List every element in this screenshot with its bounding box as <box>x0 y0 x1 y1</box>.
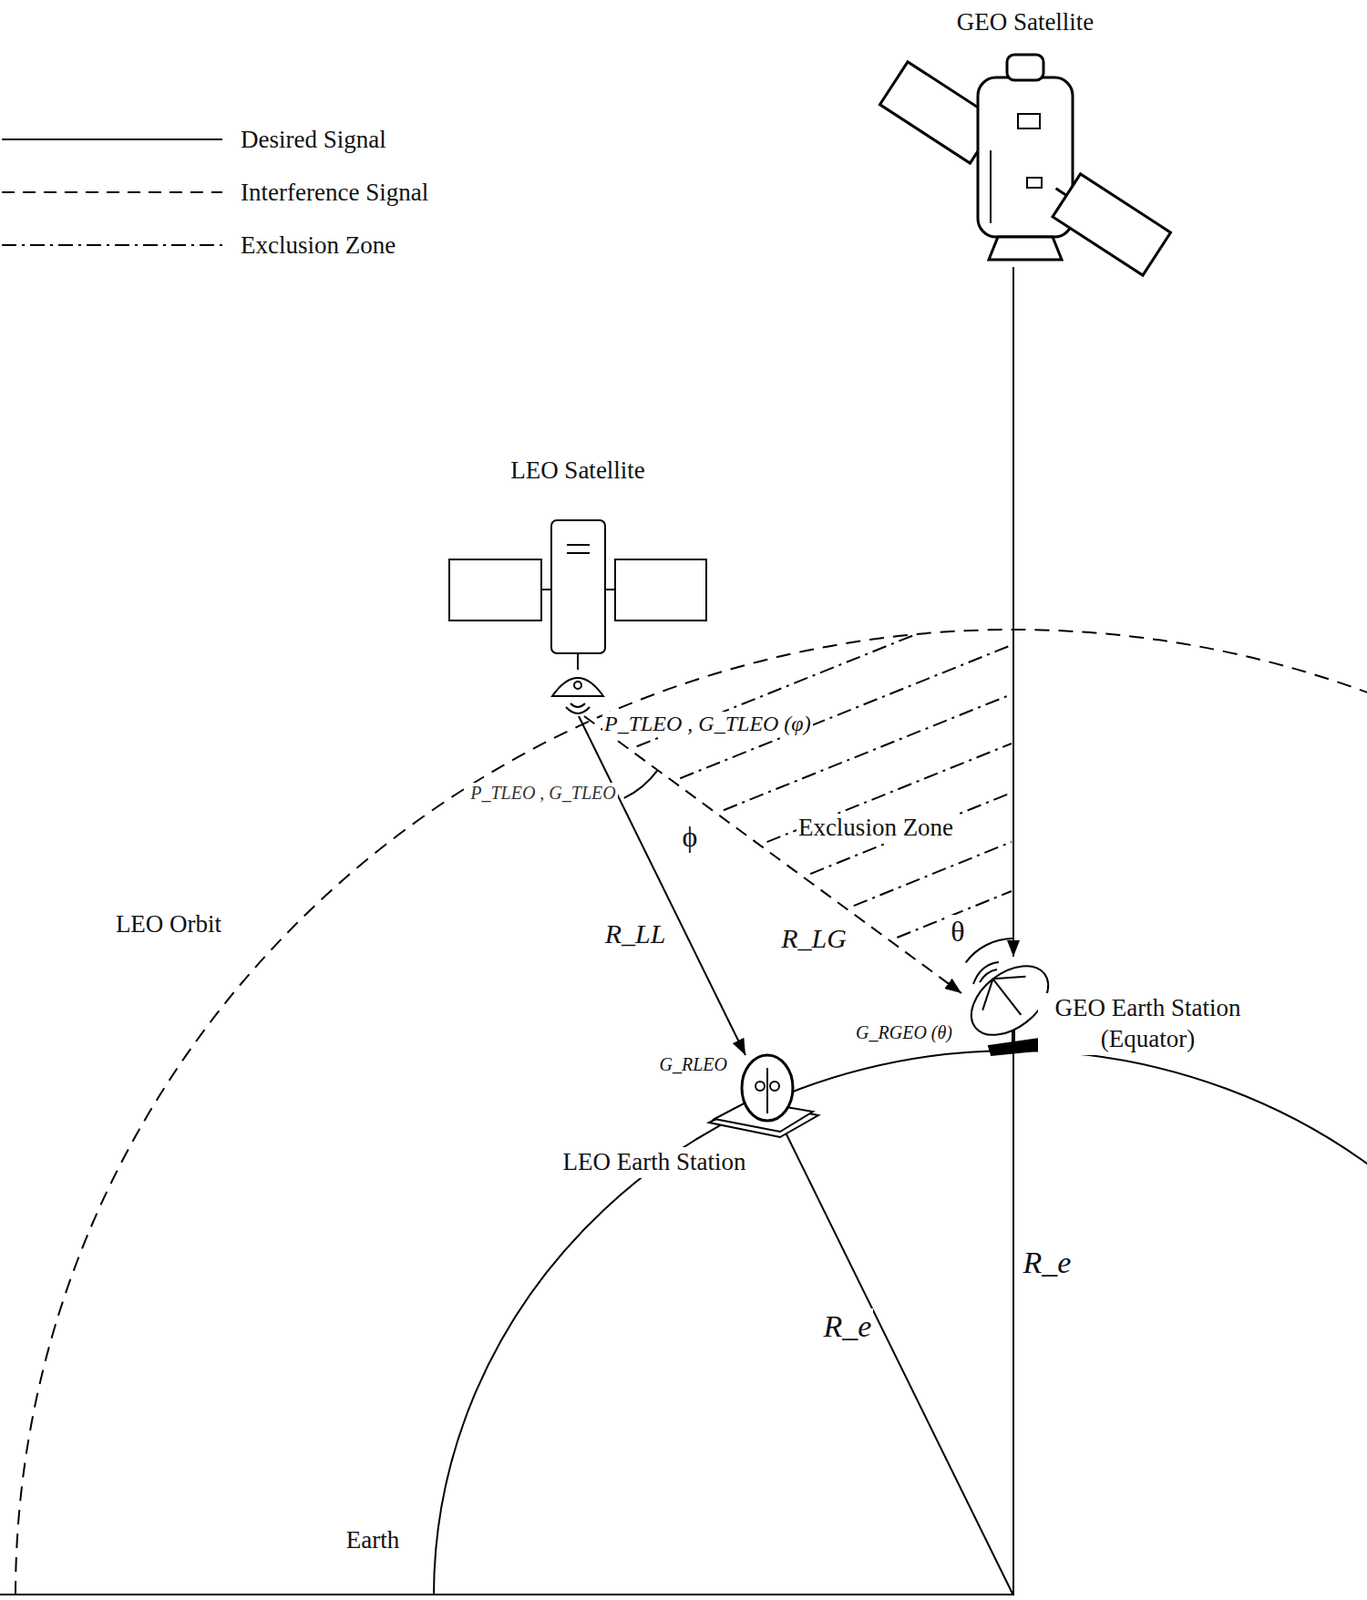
antenna-dish <box>552 678 604 697</box>
interference-signal <box>584 716 962 994</box>
transmit-parameters: P_TLEO , G_TLEO <box>468 782 617 804</box>
legend-text: Interference Signal <box>240 178 429 206</box>
node-label: LEO Earth Station <box>560 1147 750 1179</box>
legend-entry: Desired Signal <box>0 125 474 154</box>
receive-gain: G_RGEO (θ) <box>853 1022 955 1044</box>
panel <box>449 559 542 621</box>
hatch-line <box>853 842 1012 906</box>
dish-feed <box>755 1081 765 1091</box>
orbit-label: LEO Orbit <box>113 910 224 939</box>
legend-entry: Interference Signal <box>0 178 474 206</box>
leo-orbit <box>15 629 1367 1596</box>
legend-entry: Exclusion Zone <box>0 231 474 259</box>
node-label: GEO Satellite <box>954 7 1098 39</box>
dish-feed <box>993 962 1027 994</box>
node-label: GEO Earth Station (Equator) <box>1038 993 1258 1056</box>
satellite-body <box>551 520 606 654</box>
angle-symbol: θ <box>948 914 967 949</box>
desired-signal <box>578 716 746 1056</box>
dish-feed <box>766 1068 769 1114</box>
receive-gain: G_RLEO <box>657 1054 730 1076</box>
transmit-parameters: P_TLEO , G_TLEO (φ) <box>602 711 813 738</box>
body-detail <box>566 552 590 555</box>
ground-line <box>0 1593 1014 1596</box>
signal-wave <box>979 969 997 983</box>
dish-reflector <box>741 1055 793 1121</box>
geo-earth-station: GEO Earth Station (Equator) <box>961 956 1285 1065</box>
legend-text: Exclusion Zone <box>240 231 396 259</box>
earth-outline <box>433 1050 1367 1596</box>
signal-wave <box>570 703 586 708</box>
legend-line <box>1 191 223 194</box>
legend-sample <box>0 178 228 206</box>
leo-satellite: LEO Satellite <box>444 455 711 717</box>
legend-sample <box>0 125 228 154</box>
antenna-feed <box>574 681 582 689</box>
body-detail <box>1027 177 1042 188</box>
body-detail <box>989 150 992 224</box>
dish-feed <box>993 978 1022 1015</box>
dish-feed <box>770 1081 780 1091</box>
earth-radius-label: R_e <box>1021 1244 1074 1281</box>
angle-symbol: ϕ <box>680 820 700 854</box>
satellite-nozzle <box>988 236 1062 260</box>
legend-line <box>1 244 223 247</box>
body-detail <box>566 544 590 546</box>
panel <box>615 559 707 621</box>
phi-angle-arc <box>624 770 658 799</box>
panel-arm <box>1056 188 1068 196</box>
signal-wave <box>565 707 590 714</box>
geo-satellite-icon <box>879 54 1171 276</box>
panel-arm <box>605 588 616 591</box>
hatch-line <box>767 743 1012 843</box>
body-detail <box>1017 113 1040 129</box>
distance-label: R_LL <box>603 918 669 951</box>
earth-radius-label: R_e <box>822 1308 874 1345</box>
earth-radius <box>1012 1049 1015 1596</box>
legend-sample <box>0 231 228 259</box>
panel-arm <box>541 588 552 591</box>
legend-line <box>1 138 223 141</box>
dish-feed <box>971 978 1005 1010</box>
exclusion-zone-hatch <box>637 596 1012 938</box>
geo-satellite: GEO Satellite <box>888 7 1162 268</box>
desired-signal <box>1012 267 1015 957</box>
panel <box>1052 174 1171 276</box>
legend-text: Desired Signal <box>240 125 387 154</box>
solar-panel <box>1041 166 1171 276</box>
signal-wave <box>973 962 999 985</box>
satellite-top <box>1007 54 1044 81</box>
theta-angle-arc <box>966 938 1014 964</box>
distance-label: R_LG <box>779 923 849 956</box>
node-label: LEO Satellite <box>507 455 648 487</box>
dish-mount <box>576 653 579 670</box>
earth-label: Earth <box>344 1526 401 1555</box>
leo-satellite-icon <box>449 520 707 714</box>
earth-radius <box>785 1132 1014 1596</box>
zone-label: Exclusion Zone <box>796 813 956 843</box>
